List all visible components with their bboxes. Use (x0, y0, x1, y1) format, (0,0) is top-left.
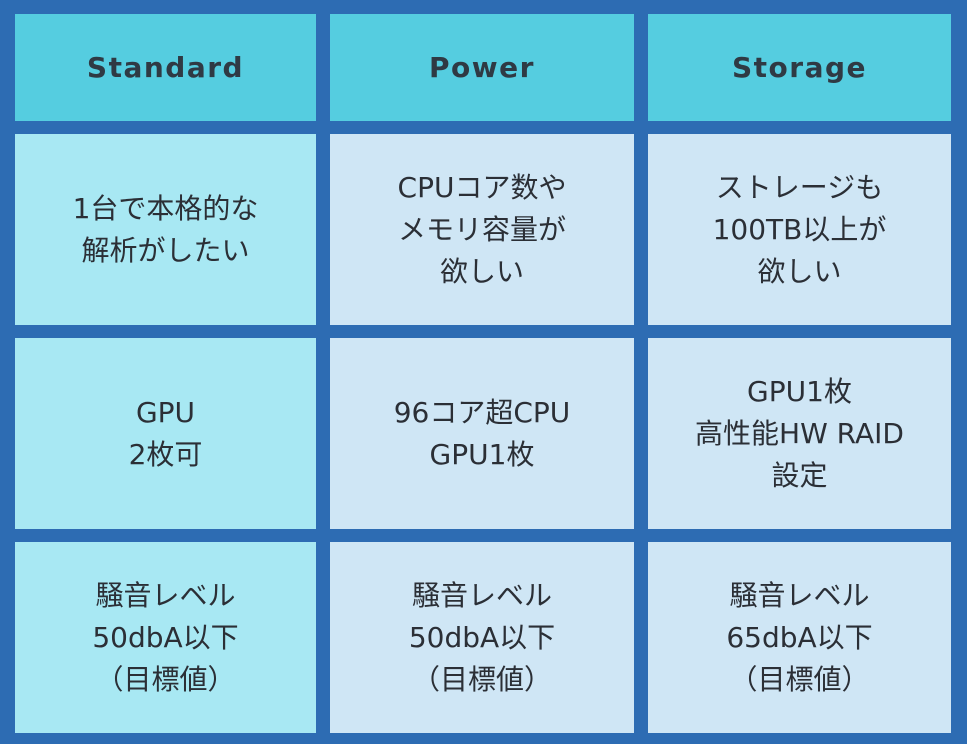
header-power: Power (330, 14, 634, 121)
cell-standard-spec: GPU 2枚可 (15, 338, 316, 529)
cell-storage-noise: 騒音レベル 65dbA以下 （目標値） (648, 542, 951, 733)
cell-standard-use-case: 1台で本格的な 解析がしたい (15, 134, 316, 325)
cell-power-use-case: CPUコア数や メモリ容量が 欲しい (330, 134, 634, 325)
header-storage: Storage (648, 14, 951, 121)
cell-standard-noise: 騒音レベル 50dbA以下 （目標値） (15, 542, 316, 733)
cell-power-noise: 騒音レベル 50dbA以下 （目標値） (330, 542, 634, 733)
cell-storage-use-case: ストレージも 100TB以上が 欲しい (648, 134, 951, 325)
header-standard: Standard (15, 14, 316, 121)
cell-storage-spec: GPU1枚 高性能HW RAID 設定 (648, 338, 951, 529)
cell-power-spec: 96コア超CPU GPU1枚 (330, 338, 634, 529)
